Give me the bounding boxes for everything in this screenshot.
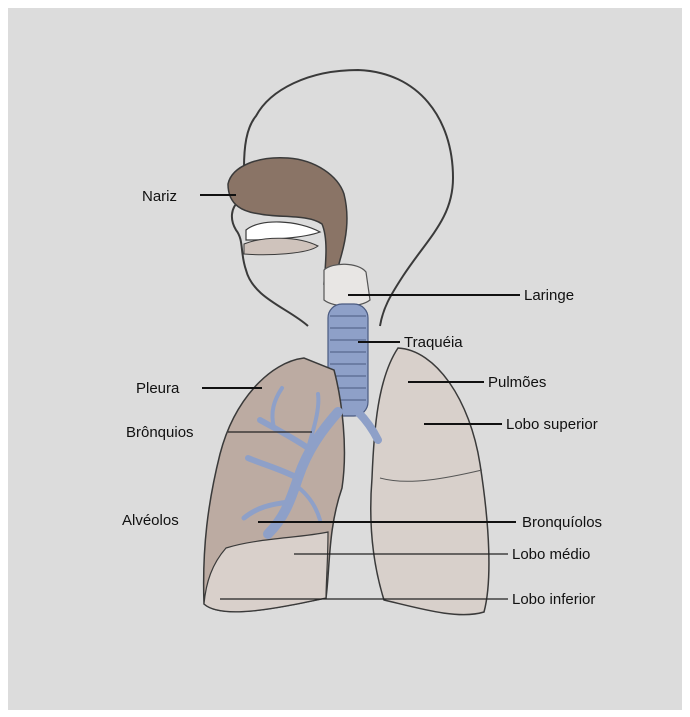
label-pulmoes: Pulmões: [488, 374, 546, 391]
label-bronquios: Brônquios: [126, 424, 194, 441]
label-pleura: Pleura: [136, 380, 180, 397]
label-lobo-inferior: Lobo inferior: [512, 591, 595, 608]
figure-panel: Nariz Laringe Traquéia Pleura Pulmões Br…: [8, 8, 682, 710]
respiratory-system-diagram: Nariz Laringe Traquéia Pleura Pulmões Br…: [8, 8, 682, 710]
tongue: [244, 238, 318, 254]
label-lobo-medio: Lobo médio: [512, 546, 590, 563]
label-nariz: Nariz: [142, 188, 177, 205]
label-lobo-superior: Lobo superior: [506, 416, 598, 433]
label-bronquiolos: Bronquíolos: [522, 514, 602, 531]
right-lung: [371, 348, 489, 615]
label-laringe: Laringe: [524, 287, 574, 304]
larynx-shape: [324, 264, 370, 306]
nasal-cavity: [228, 158, 347, 284]
label-traqueia: Traquéia: [404, 334, 463, 351]
mouth-cavity: [246, 222, 320, 240]
label-alveolos: Alvéolos: [122, 512, 179, 529]
